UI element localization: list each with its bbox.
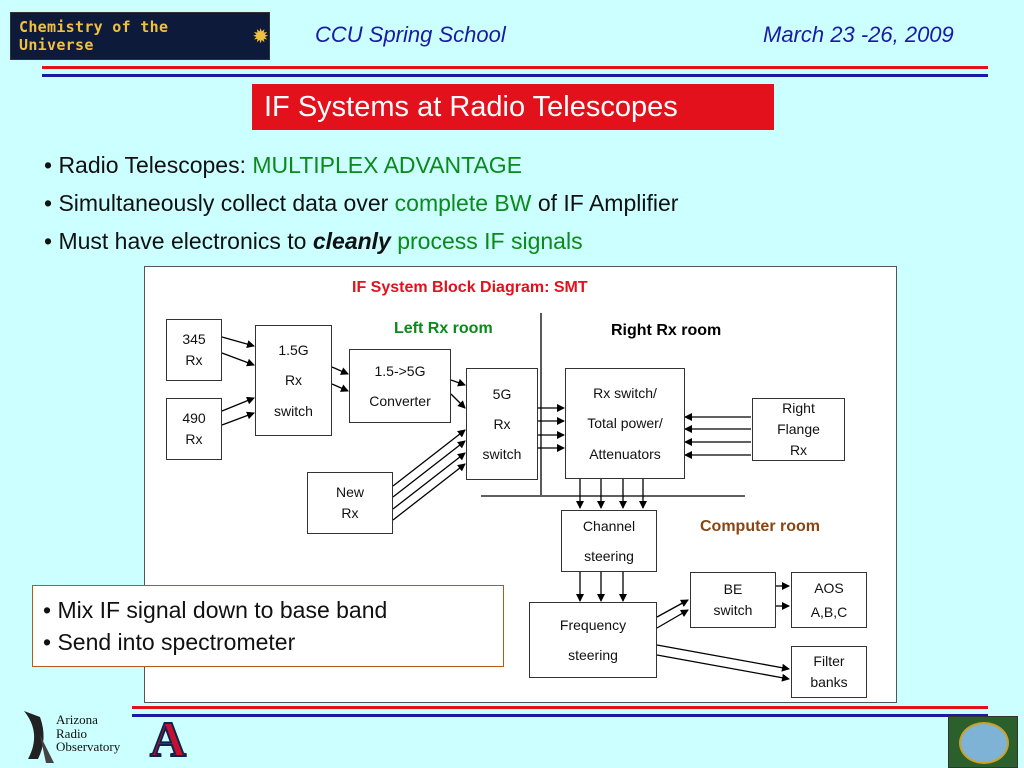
aro-line-3: Observatory [56,739,121,755]
logo-text: Chemistry of the Universe [19,18,169,54]
left-rx-room-label: Left Rx room [394,320,493,337]
bullet-2-highlight: complete BW [394,190,532,216]
header-rule-blue [42,74,988,77]
footer-rule-blue [132,714,988,717]
bullet-3-highlight: process IF signals [390,228,583,254]
footer-rule-red [132,706,988,709]
slide-title: IF Systems at Radio Telescopes [252,84,774,130]
seal-logo [948,716,1018,768]
bullet-2-suffix: of IF Amplifier [531,190,679,216]
seal-icon [959,722,1009,764]
bullet-1-highlight: MULTIPLEX ADVANTAGE [252,152,523,178]
right-rx-room-label: Right Rx room [611,322,722,339]
diagram-title: IF System Block Diagram: SMT [352,279,588,296]
bullet-3-text: • Must have electronics to [44,228,313,254]
bullet-1-text: • Radio Telescopes: [44,152,253,178]
aro-line-1: Arizona [56,712,98,727]
event-dates: March 23 -26, 2009 [763,22,954,47]
bullet-1: • Radio Telescopes: MULTIPLEX ADVANTAGE [44,152,522,179]
telescope-icon [24,711,54,763]
ua-logo: A [140,710,196,768]
aro-logo: Arizona Radio Observatory [18,705,130,765]
bullet-2: • Simultaneously collect data over compl… [44,190,678,217]
ccu-logo: Chemistry of the Universe ✹ [10,12,270,60]
sun-icon: ✹ [252,25,269,48]
bullet-3-emphasis: cleanly [312,228,391,254]
header-rule-red [42,66,988,69]
note-2: • Send into spectrometer [43,629,296,656]
connection-lines [221,313,790,682]
aro-line-2: Radio [56,725,88,741]
note-1: • Mix IF signal down to base band [43,597,388,623]
event-name: CCU Spring School [315,22,506,47]
computer-room-label: Computer room [700,518,820,535]
block-rx-switch-total-power: Rx switch/Total power/Attenuators [565,368,685,479]
notes-box: • Mix IF signal down to base band • Send… [32,585,504,667]
ua-letter: A [149,710,187,768]
bullet-3: • Must have electronics to cleanly proce… [44,228,583,255]
bullet-2-text: • Simultaneously collect data over [44,190,395,216]
